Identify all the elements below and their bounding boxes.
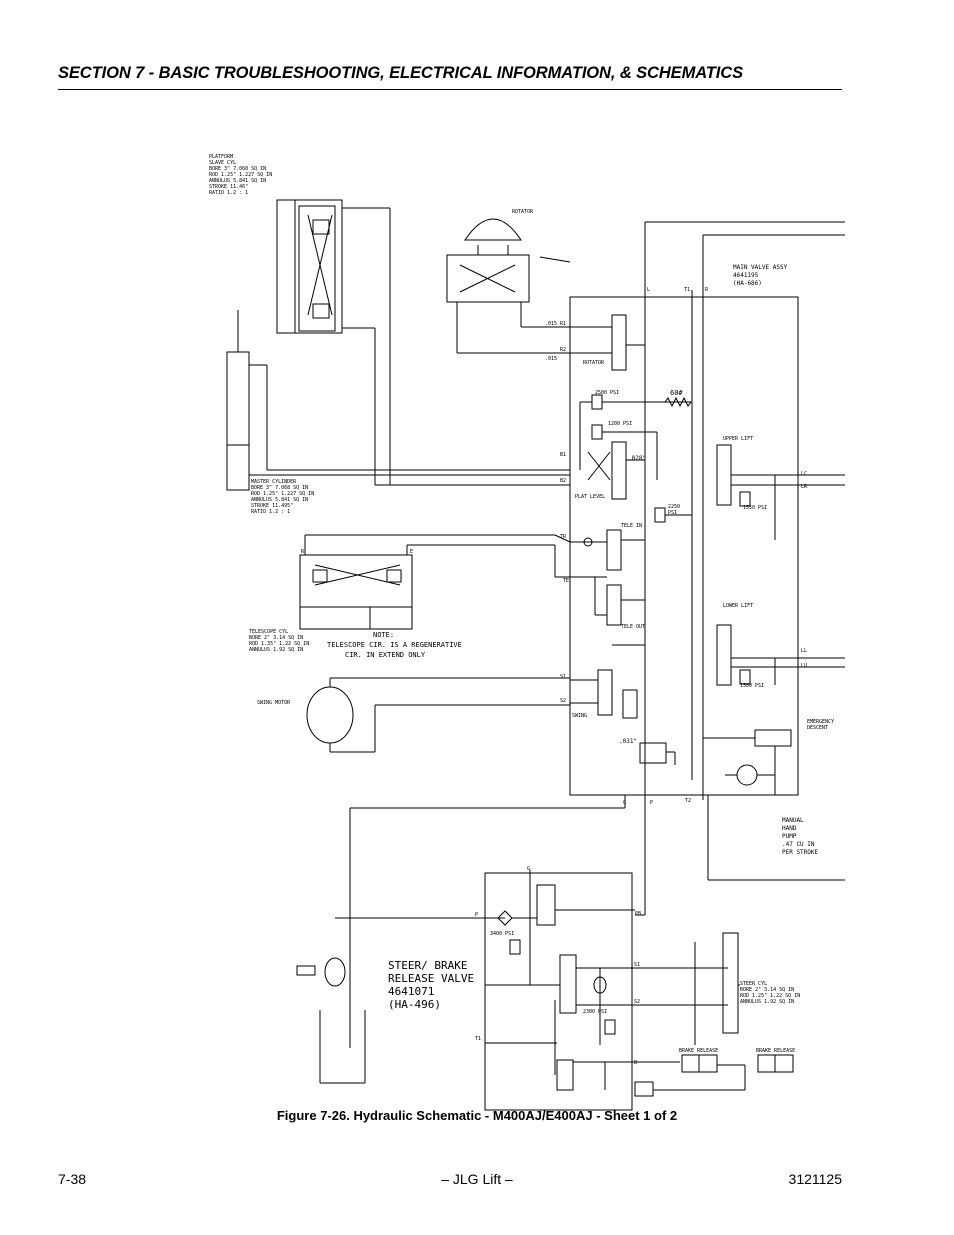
master-cylinder-spec-3: ROD 1.25" 1.227 SQ IN <box>251 491 314 497</box>
platform-slave-cyl-spec-2: SLAVE CYL <box>209 160 236 166</box>
telescope-note-2: TELESCOPE CIR. IS A REGENERATIVE <box>327 641 462 649</box>
steer-cyl-spec-3: ROD 1.25" 1.22 SQ IN <box>740 993 800 999</box>
relief-3400-psi: 3400 PSI <box>490 931 514 937</box>
orifice-028: .028" <box>628 455 646 462</box>
telescope-cyl-spec-1: TELESCOPE CYL <box>249 629 288 635</box>
port-p: P <box>650 800 653 806</box>
relief-2250-psi-1: 2250 <box>668 504 680 510</box>
main-valve-label-3: (HA-686) <box>733 280 762 287</box>
port-r1: R1 <box>560 321 566 327</box>
manual-pump-label-5: PER STROKE <box>782 849 819 856</box>
telescope-cyl-spec-3: ROD 1.35" 1.22 SQ IN <box>249 641 309 647</box>
port-ll: LL <box>801 648 807 654</box>
relief-2250-psi-2: PSI <box>668 510 677 516</box>
tele-out-label: TELE OUT <box>621 624 645 630</box>
port-lc: LC <box>801 471 807 477</box>
master-cylinder-spec-6: RATIO 1.2 : 1 <box>251 509 290 515</box>
sb-port-s1: S1 <box>634 962 640 968</box>
brake-release-label-1: BRAKE RELEASE <box>679 1048 718 1054</box>
emergency-descent-label-1: EMERGENCY <box>807 719 834 725</box>
plat-level-label: PLAT LEVEL <box>575 494 605 500</box>
steer-cyl-spec-1: STEER CYL <box>740 981 767 987</box>
doc-number: 3121125 <box>788 1171 842 1187</box>
master-cylinder-spec-4: ANNULUS 5.841 SQ IN <box>251 497 308 503</box>
header-rule <box>58 89 842 90</box>
port-r2: R2 <box>560 347 566 353</box>
brake-release-label-2: BRAKE RELEASE <box>756 1048 795 1054</box>
telescope-note-3: CIR. IN EXTEND ONLY <box>345 651 426 659</box>
main-valve-label-2: 4641195 <box>733 272 759 279</box>
steer-cyl-spec-4: ANNULUS 1.92 SQ IN <box>740 999 794 1005</box>
port-s2: S2 <box>560 698 566 704</box>
port-l: L <box>647 287 650 293</box>
sb-port-g: G <box>527 866 530 872</box>
port-b1: B1 <box>560 452 566 458</box>
rotator-label: ROTATOR <box>512 209 534 215</box>
master-cylinder-spec-5: STROKE 11.495" <box>251 503 293 509</box>
spring-60-label: 60# <box>670 389 683 397</box>
relief-1200-psi: 1200 PSI <box>608 421 632 427</box>
port-lu: LU <box>801 663 807 669</box>
telescope-cyl-spec-4: ANNULUS 1.92 SQ IN <box>249 647 303 653</box>
manual-pump-label-2: HAND <box>782 825 797 832</box>
port-te: TE <box>563 578 569 584</box>
swing-label: SWING <box>572 713 587 719</box>
footer-center: – JLG Lift – <box>441 1171 513 1187</box>
steer-cyl-spec-2: BORE 2" 3.14 SQ IN <box>740 987 794 993</box>
port-r: R <box>705 287 709 293</box>
orifice-031: .031" <box>619 738 637 745</box>
emergency-descent-label-2: DESCENT <box>807 725 828 731</box>
upper-lift-label: UPPER LIFT <box>723 436 753 442</box>
port-lr: LR <box>801 484 808 490</box>
port-g: G <box>623 800 626 806</box>
port-b2: B2 <box>560 478 566 484</box>
port-t1: T1 <box>684 287 690 293</box>
section-header: SECTION 7 - BASIC TROUBLESHOOTING, ELECT… <box>58 64 743 82</box>
platform-slave-cyl-spec-6: STROKE 11.46" <box>209 184 248 190</box>
main-valve-label-1: MAIN VALVE ASSY <box>733 264 788 271</box>
manual-pump-label-4: .47 CU IN <box>782 841 815 848</box>
port-s1: S1 <box>560 674 566 680</box>
manual-pump-label-3: PUMP <box>782 833 797 840</box>
page-number: 7-38 <box>58 1171 87 1187</box>
platform-slave-cyl-spec-3: BORE 3" 7.068 SQ IN <box>209 166 266 172</box>
orifice-015-a: .015 <box>545 321 557 327</box>
tele-in-label: TELE IN <box>621 523 642 529</box>
master-cylinder-spec-1: MASTER CYLINDER <box>251 479 297 485</box>
relief-1500-psi: 1500 PSI <box>740 683 764 689</box>
sb-port-b: B <box>634 1060 637 1066</box>
figure-caption: Figure 7-26. Hydraulic Schematic - M400A… <box>276 1108 678 1123</box>
platform-slave-cyl-spec-1: PLATFORM <box>209 154 233 160</box>
sb-port-s2: S2 <box>634 999 640 1005</box>
rotator-valve-label: ROTATOR <box>583 360 605 366</box>
sb-port-p: P <box>475 912 478 918</box>
steer-brake-valve-label-1: STEER/ BRAKE <box>388 959 467 972</box>
platform-slave-cyl-spec-5: ANNULUS 5.841 SQ IN <box>209 178 266 184</box>
relief-1550-psi: 1550 PSI <box>743 505 767 511</box>
manual-pump-label-1: MANUAL <box>782 817 804 824</box>
master-cylinder-spec-2: BORE 3" 7.068 SQ IN <box>251 485 308 491</box>
telescope-cyl-spec-2: BORE 2" 3.14 SQ IN <box>249 635 303 641</box>
platform-slave-cyl-spec-7: RATIO 1.2 : 1 <box>209 190 248 196</box>
port-t2: T2 <box>685 798 691 804</box>
tele-port-e: E <box>410 549 413 555</box>
telescope-note-1: NOTE: <box>373 631 394 639</box>
lower-lift-label: LOWER LIFT <box>723 603 753 609</box>
tele-port-r: R <box>301 549 305 555</box>
orifice-015-b: .015 <box>545 356 557 362</box>
steer-brake-valve-label-3: 4641071 <box>388 985 434 998</box>
swing-motor-label: SWING MOTOR <box>257 700 291 706</box>
sb-port-pb: PB <box>635 911 641 917</box>
relief-2300-psi: 2300 PSI <box>583 1009 607 1015</box>
steer-brake-valve-label-4: (HA-496) <box>388 998 441 1011</box>
port-tr: TR <box>560 534 567 540</box>
platform-slave-cyl-spec-4: ROD 1.25" 1.227 SQ IN <box>209 172 272 178</box>
hydraulic-schematic: PLATFORM SLAVE CYL BORE 3" 7.068 SQ IN R… <box>209 154 845 1111</box>
relief-2500-psi: 2500 PSI <box>595 390 619 396</box>
sb-port-t1: T1 <box>475 1036 481 1042</box>
steer-brake-valve-label-2: RELEASE VALVE <box>388 972 474 985</box>
